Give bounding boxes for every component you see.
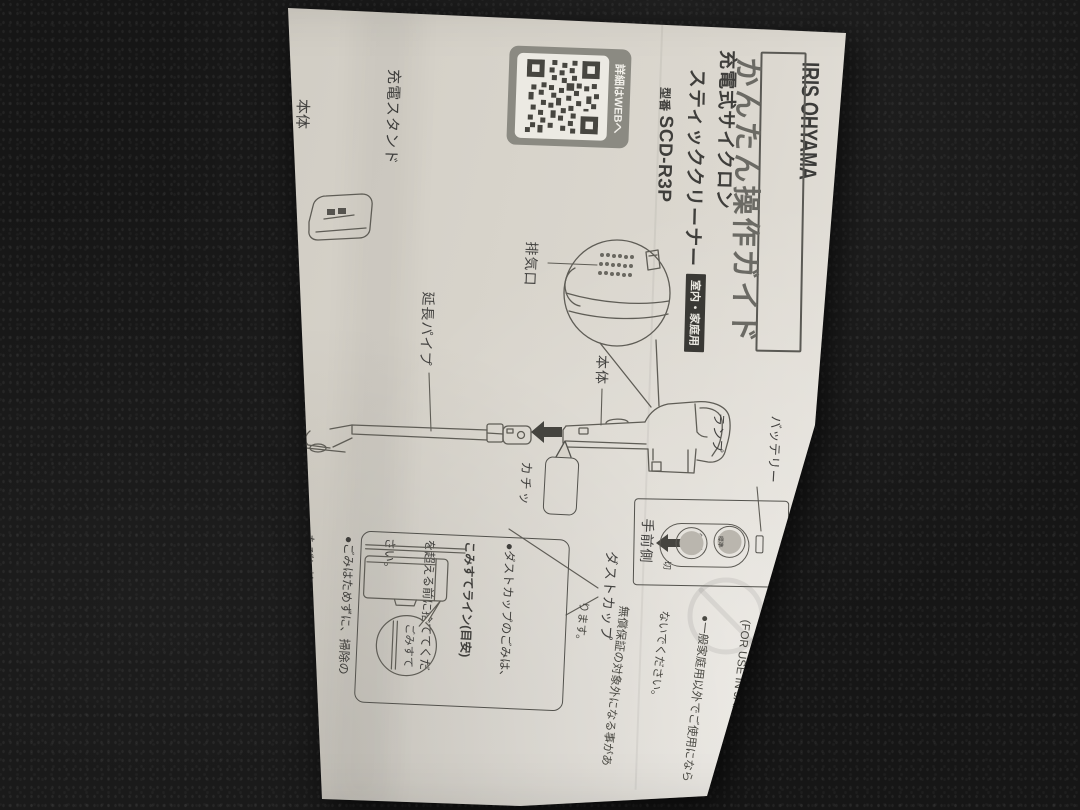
exhaust-grid-dots	[598, 253, 634, 277]
battery-lamp-line2: ランプ	[709, 412, 727, 454]
battery-lamp-window	[755, 535, 764, 554]
click-label: カチッ	[516, 461, 535, 508]
attach-arrow-icon	[531, 421, 562, 443]
model-prefix: 型番	[657, 86, 673, 112]
warranty-line: 無償保証の対象外になる事があ	[599, 605, 630, 767]
notes-line: ●ダストカップのごみは、	[497, 542, 518, 683]
notes-line: ●ごみはためずに、掃除の	[336, 535, 357, 675]
extension-pipe-illustration	[351, 423, 532, 445]
model-number-line: 型番 SCD-R3P	[634, 51, 696, 203]
qr-white-tile	[514, 52, 610, 141]
warranty-line: 大切に保管してください。	[845, 632, 873, 771]
battery-lamp-label: バッテリー ランプ	[668, 410, 823, 485]
notes-line: さい。	[381, 537, 397, 575]
cut-off-label: 本体	[292, 98, 312, 130]
mode-button-face: 標準 ターボ	[695, 529, 742, 555]
warranty-line: (FOR USE IN JAPAN ONLY)	[722, 618, 752, 766]
control-panel-box: 標準 ターボ 切	[632, 498, 790, 588]
warranty-notes: ●保証書は裏面にあります。 大切に保管してください。 ●この商品は海外ではご使用…	[530, 597, 914, 806]
exhaust-inset-circle	[563, 239, 671, 408]
warranty-line: れません。	[773, 623, 792, 682]
exhaust-port-label: 排気口	[522, 241, 540, 287]
use-badge: 室内・家庭用	[683, 273, 707, 353]
qr-block: 詳細はWEBへ	[506, 45, 632, 149]
notes-line: を超える前に捨ててくだ	[417, 539, 437, 671]
qr-caption: 詳細はWEBへ	[610, 63, 626, 134]
qr-code-icon	[524, 59, 601, 135]
charging-stand-label: 充電スタンド	[381, 68, 403, 166]
product-name-line1: 充電式サイクロン	[712, 49, 738, 211]
warranty-line: ●一般家庭用以外でご使用になら	[679, 614, 711, 783]
warranty-line: ないでください。	[647, 609, 671, 703]
notes-line: たびに捨ててください。	[296, 533, 317, 667]
dust-cup-notes-text: ●ダストカップのごみは、 こみすてライン(目安) を超える前に捨ててくだ さい。…	[288, 533, 543, 684]
model-number: SCD-R3P	[653, 115, 677, 203]
off-button-face: 切	[662, 530, 704, 570]
warranty-line: ●保証書は裏面にあります。	[885, 637, 914, 782]
off-button-label: 切	[662, 560, 673, 570]
warranty-line: ●この商品は海外ではご使用にな	[801, 628, 833, 797]
body-label: 本体	[593, 354, 611, 386]
title-box: かんたん操作ガイド	[726, 51, 807, 353]
click-bubble-pointer	[555, 440, 572, 458]
battery-lamp-line1: バッテリー	[765, 415, 784, 484]
charging-stand-illustration	[308, 193, 373, 241]
extension-pipe-label: 延長パイプ	[417, 291, 437, 367]
notes-line: こみすてライン(目安)	[457, 540, 477, 658]
warranty-line: ります。	[572, 600, 590, 647]
floor-head-illustration	[304, 424, 353, 453]
mode-button-line1: 標準	[716, 535, 723, 548]
click-bubble: カチッ	[517, 456, 580, 516]
